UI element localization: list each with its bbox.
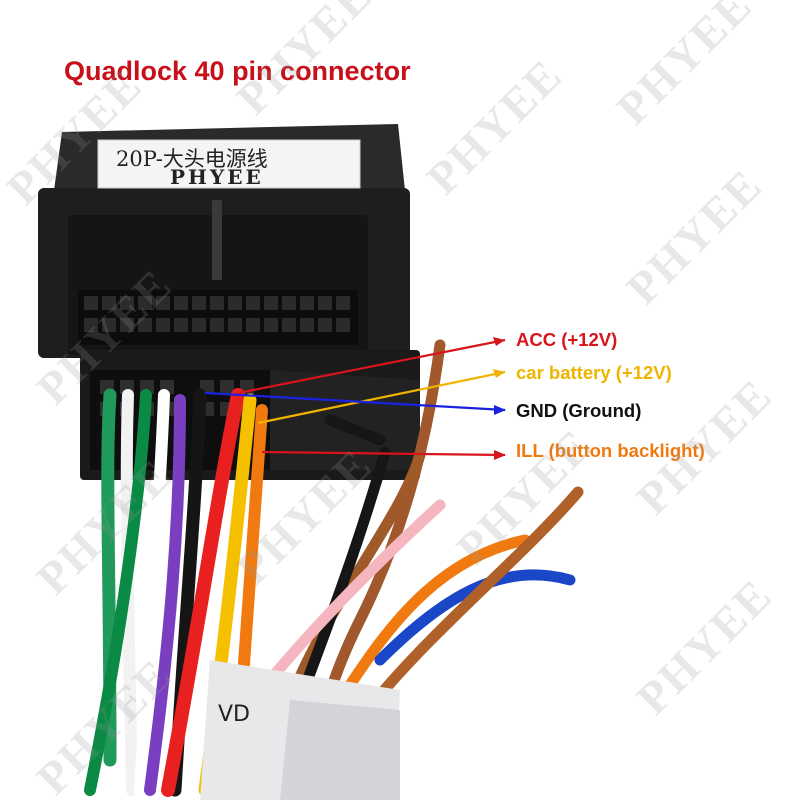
- callout-gnd: GND (Ground): [516, 400, 642, 421]
- callout-car-battery: car battery (+12V): [516, 362, 672, 383]
- page-title: Quadlock 40 pin connector: [64, 56, 411, 86]
- sticker-line-2: PHYEE: [170, 165, 264, 189]
- callout-acc: ACC (+12V): [516, 329, 618, 350]
- callout-arrows: [204, 337, 506, 460]
- wire-harness: [84, 339, 584, 797]
- sleeve-print: VD: [218, 702, 250, 727]
- sticker-line-1: 20P-大头电源线: [116, 147, 268, 171]
- callout-ill: ILL (button backlight): [516, 440, 705, 461]
- cable-sleeve: [200, 660, 400, 800]
